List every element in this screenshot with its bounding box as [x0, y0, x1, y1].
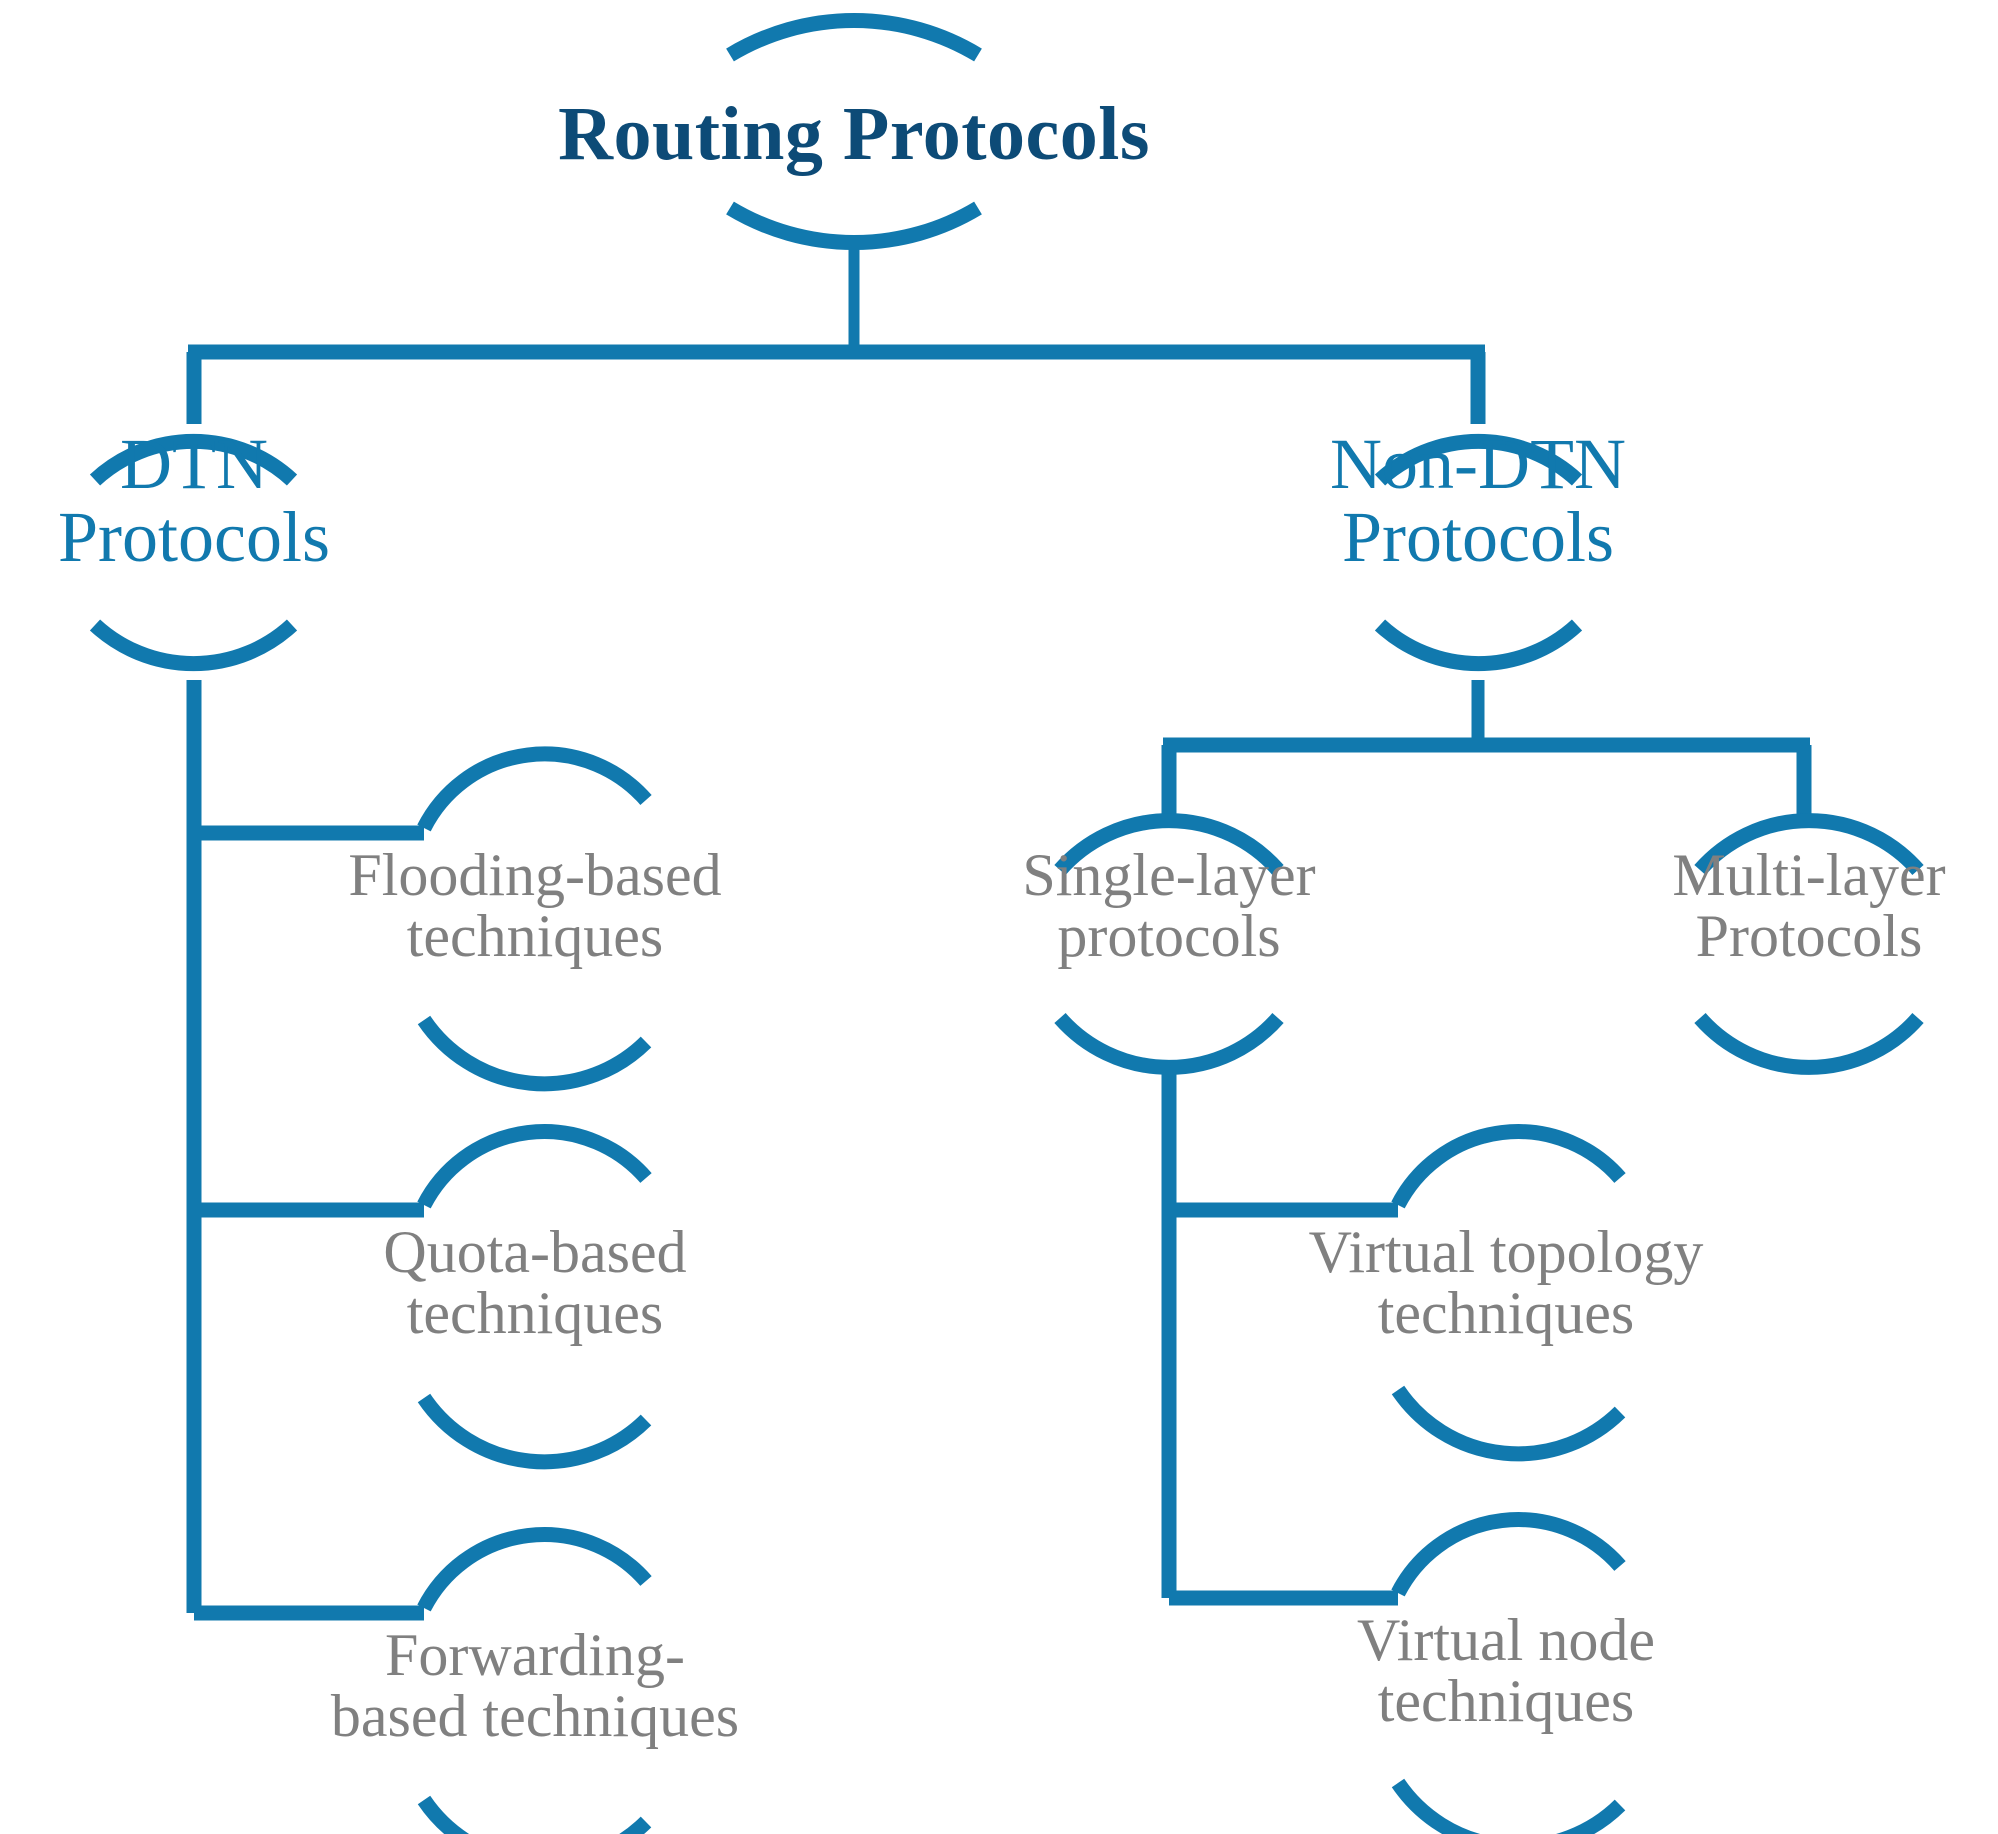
dtn-arc-top [89, 433, 298, 486]
dtn-arc-bottom [89, 619, 298, 672]
single-layer-arc-bottom [1054, 1013, 1284, 1075]
root-arc-top [726, 13, 982, 62]
multi-layer-arc-bottom [1694, 1013, 1924, 1075]
virtual-node-arc-bottom [1391, 1778, 1626, 1834]
nondtn-arc-top [1374, 433, 1583, 486]
flooding-arc-top [417, 746, 652, 832]
flooding-arc-bottom [417, 1015, 652, 1092]
virtual-topology-arc-bottom [1391, 1385, 1626, 1462]
virtual-topology-arc-top [1391, 1124, 1626, 1209]
quota-arc-top [417, 1124, 652, 1209]
forwarding-arc-bottom [417, 1795, 652, 1834]
nondtn-arc-bottom [1374, 619, 1583, 672]
single-layer-arc-top [1054, 813, 1284, 875]
multi-layer-arc-top [1694, 813, 1924, 875]
root-arc-bottom [726, 201, 982, 250]
forwarding-arc-top [417, 1527, 652, 1612]
quota-arc-bottom [417, 1393, 652, 1470]
virtual-node-arc-top [1391, 1512, 1626, 1597]
